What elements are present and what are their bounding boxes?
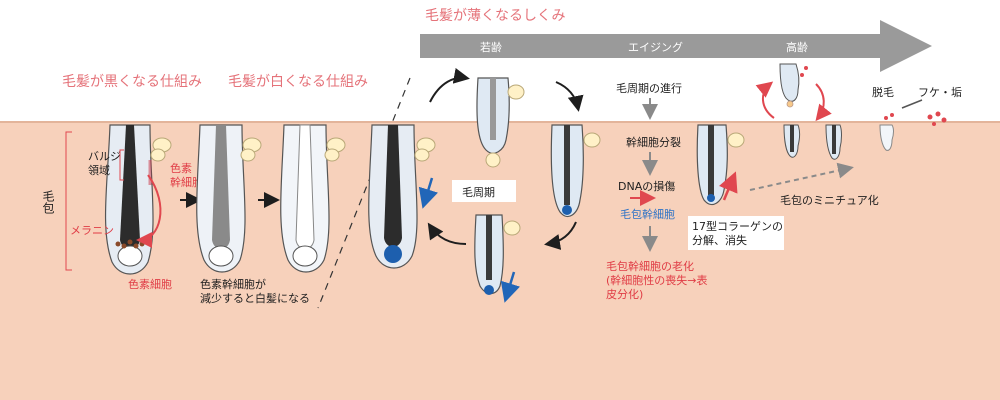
- follicle-old-1: [783, 124, 800, 158]
- bulge-bracket: [119, 149, 124, 181]
- label-aging-3: 皮分化): [606, 287, 643, 301]
- old-cycle-arrow-right: [815, 83, 832, 122]
- hair-cycle-box: [452, 180, 516, 202]
- old-cycle-arrow-left: [755, 81, 775, 119]
- fallen-hair: [901, 99, 923, 109]
- label-bulge: バルジ: [88, 150, 121, 163]
- label-hfsc: 毛包幹細胞: [620, 207, 675, 221]
- follicle-old-2: [825, 124, 842, 160]
- cycle-arrow-2: [555, 81, 584, 112]
- white-caption-2: 減少すると白髪になる: [200, 291, 310, 305]
- label-collagen-2: 分解、消失: [692, 233, 747, 247]
- melanin-arrow: [136, 174, 162, 248]
- label-collagen-1: 17型コラーゲンの: [692, 219, 783, 233]
- cycle-arrow-4: [427, 222, 467, 245]
- dandruff-flakes: [927, 111, 947, 126]
- label-dna-damage: DNAの損傷: [618, 179, 675, 193]
- label-melanocyte: 色素細胞: [128, 277, 172, 291]
- label-miniaturization: 毛包のミニチュア化: [780, 193, 879, 207]
- white-hair-title: 毛髪が白くなる仕組み: [228, 74, 368, 90]
- label-hair-loss: 脱毛: [872, 85, 894, 99]
- collagen-box: [688, 216, 784, 250]
- red-arrow-collagen: [719, 171, 738, 201]
- follicle-white: [280, 124, 346, 273]
- blue-arrow-left: [418, 177, 438, 209]
- follicle-old-top: [779, 63, 808, 108]
- label-melanin: メラニン: [70, 224, 114, 237]
- label-region: 領域: [88, 163, 110, 177]
- stage-young: 若齢: [480, 40, 502, 54]
- miniaturization-arrow: [749, 162, 854, 191]
- follicle-cycle-top: [476, 77, 525, 168]
- blue-arrow-bottom: [500, 271, 520, 303]
- follicle-cycle-bottom: [474, 214, 521, 295]
- stage-old: 高齢: [786, 40, 808, 54]
- label-stem-division: 幹細胞分裂: [626, 135, 681, 149]
- follicle-gray: [196, 124, 262, 273]
- follicle-cycle-left: [368, 124, 436, 269]
- black-hair-title: 毛髪が黒くなる仕組み: [62, 74, 202, 90]
- follicle-old-3: [879, 113, 894, 151]
- label-stem-2: 幹細胞: [170, 175, 203, 189]
- label-stem-1: 色素: [170, 161, 192, 175]
- follicle-cycle-right: [550, 124, 601, 217]
- label-hair-cycle: 毛周期: [462, 186, 495, 199]
- white-caption-1: 色素幹細胞が: [200, 277, 266, 291]
- cycle-arrow-1: [429, 67, 470, 103]
- stage-aging: エイジング: [628, 40, 683, 54]
- thinning-title: 毛髪が薄くなるしくみ: [425, 8, 566, 24]
- label-dandruff: フケ・垢: [918, 86, 962, 99]
- label-aging-1: 毛包幹細胞の老化: [606, 259, 694, 273]
- label-aging-2: (幹細胞性の喪失→表: [606, 273, 708, 287]
- label-follicle: 毛包: [41, 190, 55, 214]
- label-cycle-progress: 毛周期の進行: [616, 82, 682, 95]
- follicle-bracket: [65, 131, 72, 271]
- section-divider: [317, 77, 411, 309]
- progression-arrow: [420, 20, 932, 72]
- cycle-arrow-3: [544, 221, 577, 250]
